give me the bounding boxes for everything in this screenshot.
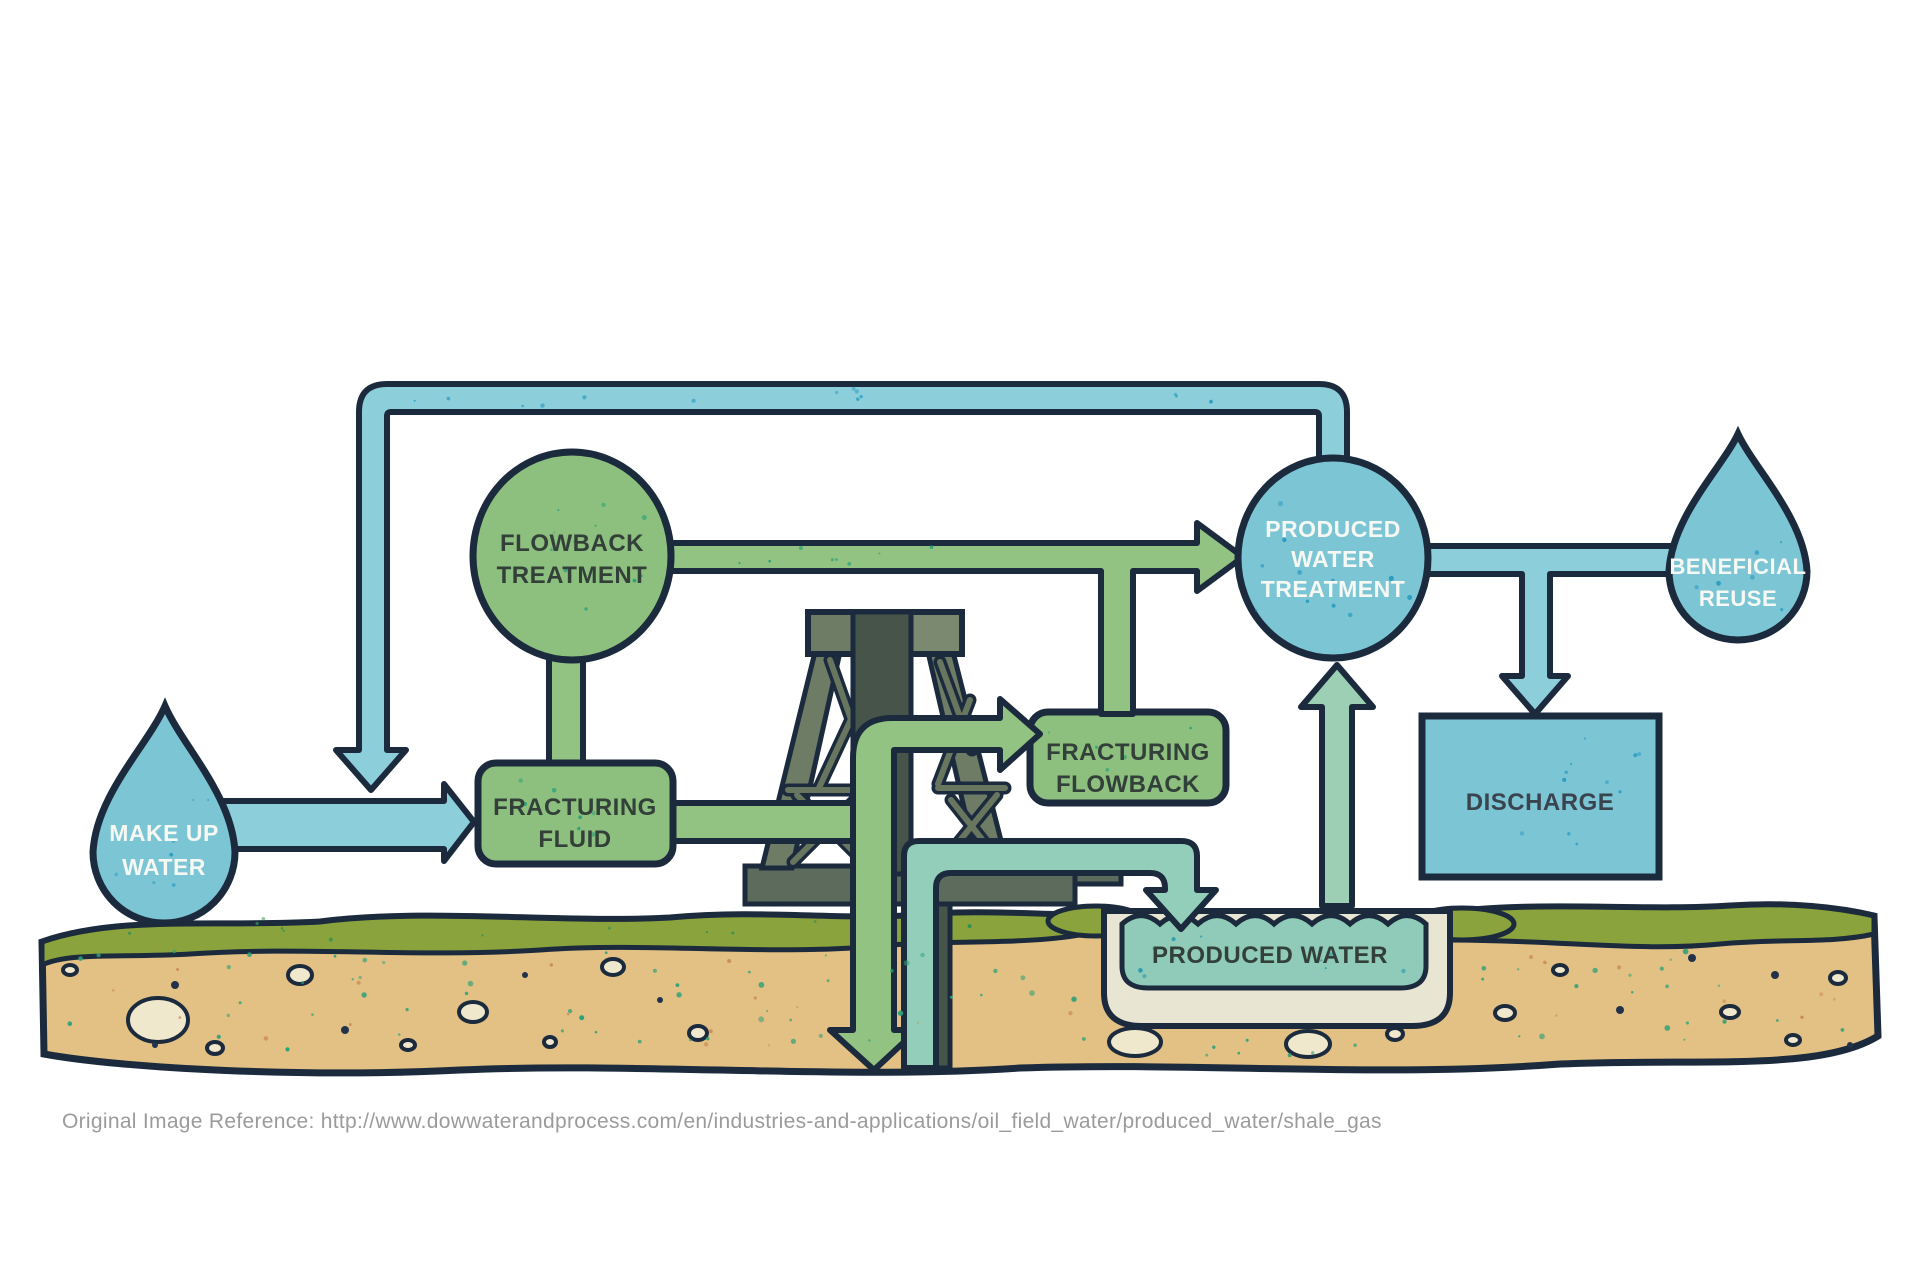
flowback-treatment-label2: TREATMENT (497, 562, 648, 589)
fracturing-fluid-label2: FLUID (538, 826, 611, 853)
fracturing-flowback-label2: FLOWBACK (1056, 771, 1200, 798)
flowback-treatment-label: FLOWBACK (500, 530, 644, 557)
produced-water-treatment-label2: WATER (1291, 546, 1375, 572)
beneficial-reuse-drop (1665, 425, 1811, 644)
well-bore-arrow (827, 696, 1043, 1073)
nodes (89, 425, 1811, 927)
treatment-to-fluid-stem (546, 642, 586, 773)
flowback-junction-pipe (652, 520, 1246, 717)
recycle-loop-pipe (333, 381, 1350, 793)
produced-water-treatment-circle (1234, 454, 1432, 662)
make-up-water-label: MAKE UP (109, 820, 219, 846)
produced-water-pond-label: PRODUCED WATER (1152, 942, 1388, 969)
make-up-water-drop (89, 697, 239, 927)
produced-water-treatment-label3: TREATMENT (1261, 576, 1406, 602)
make-up-water-label2: WATER (122, 854, 206, 880)
produced-water-treatment-label: PRODUCED (1265, 516, 1401, 542)
flowback-treatment-circle (469, 448, 675, 664)
texture-speckles (67, 386, 1845, 1058)
rocks (61, 957, 1848, 1059)
beneficial-reuse-label: BENEFICIAL (1670, 554, 1807, 579)
discharge-label: DISCHARGE (1466, 789, 1615, 816)
fracturing-fluid-label: FRACTURING (493, 794, 657, 821)
fracturing-fluid-box (474, 759, 677, 868)
fracturing-flowback-label: FRACTURING (1046, 739, 1210, 766)
produced-water-pipe (901, 838, 1219, 1071)
pipes (197, 381, 1675, 1073)
derrick-crown-left (805, 609, 860, 657)
pebbles (152, 954, 1853, 1048)
image-reference-caption: Original Image Reference: http://www.dow… (62, 1110, 1382, 1133)
discharge-box (1418, 712, 1663, 881)
pond-to-treatment-arrow (1298, 662, 1376, 909)
beneficial-reuse-label2: REUSE (1699, 586, 1777, 611)
ground-cross-section (38, 901, 1882, 1077)
labels: MAKE UP WATER FLOWBACK TREATMENT FRACTUR… (62, 516, 1807, 1133)
make-up-water-arrow (197, 781, 477, 864)
grass-right (1436, 902, 1877, 950)
reuse-discharge-pipe (1417, 543, 1675, 717)
